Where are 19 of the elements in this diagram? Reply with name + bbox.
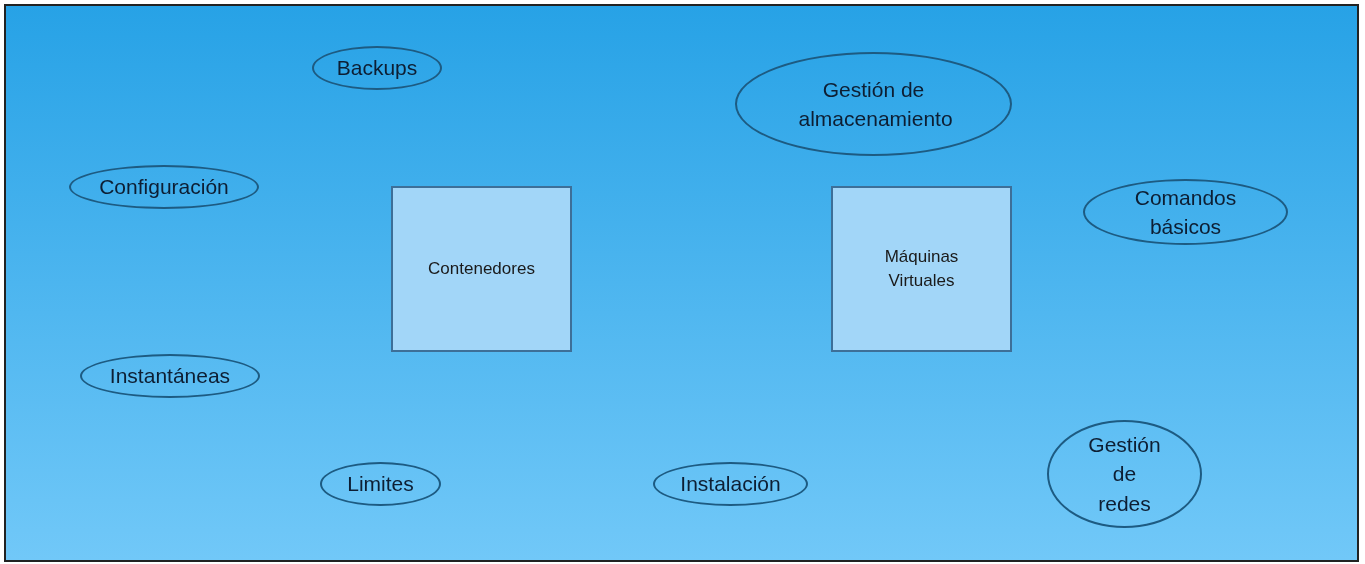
process-box xyxy=(391,186,572,352)
node-label: Gestión de redes xyxy=(1087,431,1162,517)
ellipse-node xyxy=(312,46,442,90)
node-label: Backups xyxy=(336,55,418,82)
node-label: Configuración xyxy=(99,174,229,201)
node-label: Instalación xyxy=(680,471,781,498)
node-label: Contenedores xyxy=(428,258,535,281)
ellipse-node xyxy=(1047,420,1202,528)
node-label: Limites xyxy=(347,471,414,498)
node-label: Instantáneas xyxy=(109,363,231,390)
node-label: Comandos básicos xyxy=(1133,184,1238,240)
ellipse-node xyxy=(735,52,1012,156)
process-box xyxy=(831,186,1012,352)
ellipse-node xyxy=(1083,179,1288,245)
ellipse-node xyxy=(653,462,808,506)
ellipse-node xyxy=(69,165,259,209)
ellipse-node xyxy=(80,354,260,398)
ellipse-node xyxy=(320,462,441,506)
node-label: Máquinas Virtuales xyxy=(883,246,960,292)
